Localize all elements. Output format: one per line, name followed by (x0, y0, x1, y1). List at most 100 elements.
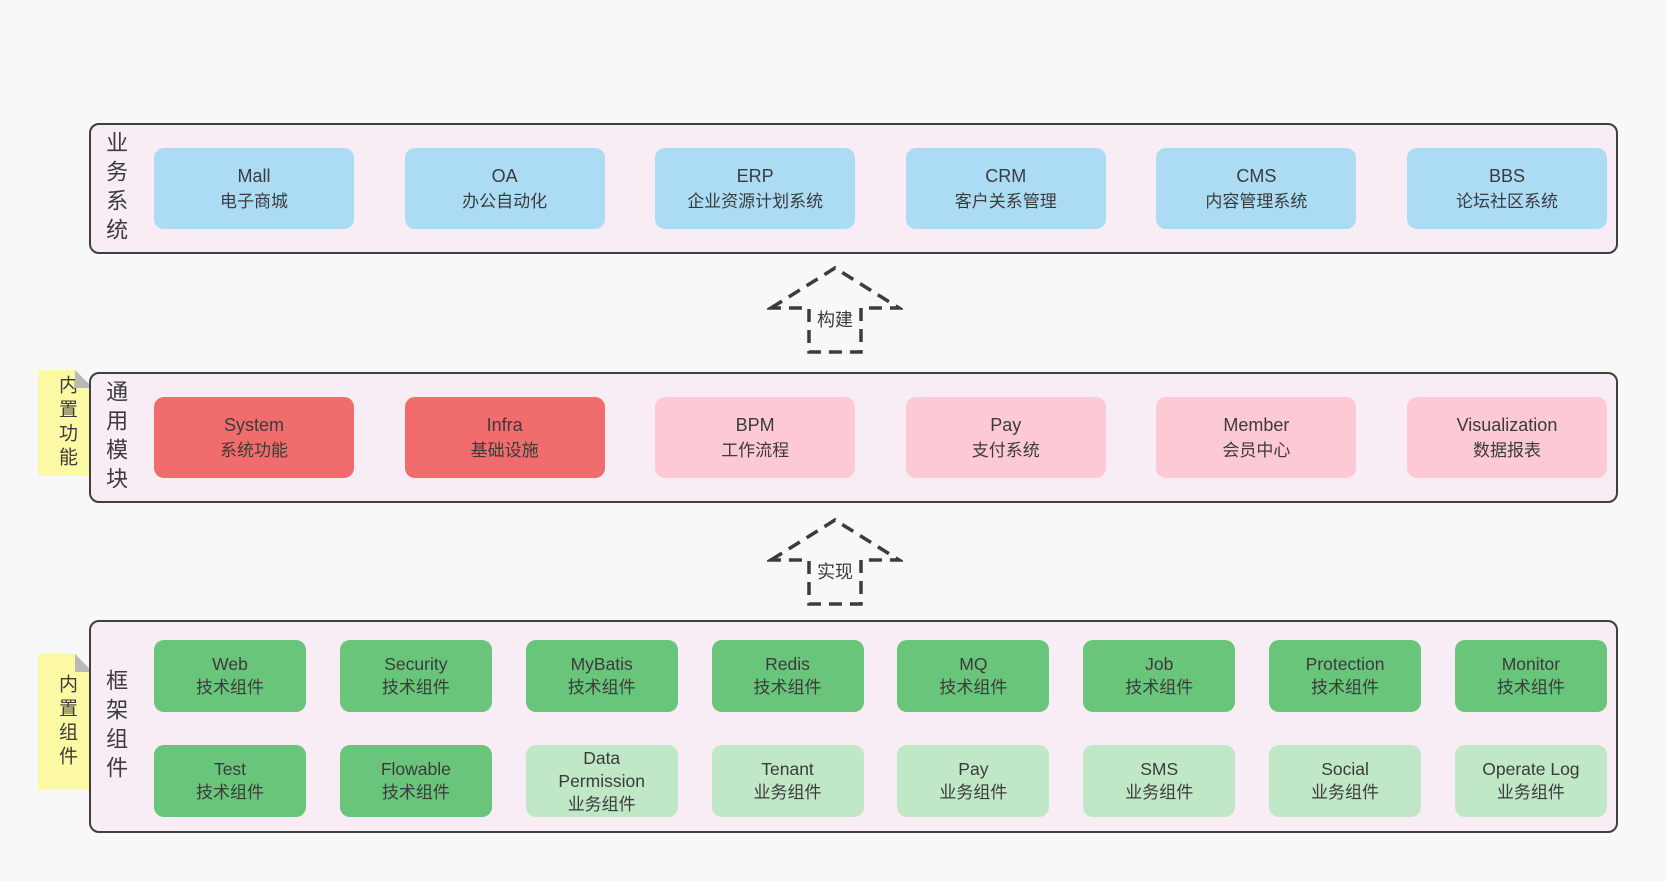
box-subtitle: 技术组件 (381, 678, 450, 697)
box-subtitle: 技术组件 (939, 678, 1008, 697)
sticky-note-label: 内置功能 (55, 375, 77, 471)
box-mall: Mall 电子商城 (154, 148, 354, 229)
box-mybatis: MyBatis 技术组件 (525, 640, 678, 712)
modules-box-row: System 系统功能 Infra 基础设施 BPM 工作流程 Pay 支付系统… (154, 374, 1607, 501)
section-common-modules: 通用模块 System 系统功能 Infra 基础设施 BPM 工作流程 Pay… (89, 372, 1618, 503)
box-bpm: BPM 工作流程 (655, 397, 856, 478)
box-title: Redis (765, 654, 810, 674)
box-title: Pay (958, 759, 989, 779)
sticky-note-builtin-features: 内置功能 (38, 370, 93, 476)
box-title: CRM (985, 165, 1027, 186)
section-label-business-systems: 业务系统 (103, 130, 129, 247)
box-title: MyBatis (570, 654, 633, 674)
arrow-build: 构建 (767, 262, 903, 356)
box-tenant: Tenant 业务组件 (711, 745, 864, 817)
arrow-label: 实现 (814, 558, 856, 584)
box-title: System (223, 414, 284, 435)
box-visualization: Visualization 数据报表 (1406, 397, 1607, 478)
box-title: Data Permission (558, 747, 645, 791)
box-operate-log: Operate Log 业务组件 (1454, 745, 1607, 817)
box-subtitle: 数据报表 (1472, 440, 1541, 460)
box-subtitle: 客户关系管理 (954, 191, 1057, 211)
box-title: Infra (486, 414, 523, 435)
arrow-implement: 实现 (767, 514, 903, 608)
box-title: OA (491, 165, 518, 186)
box-subtitle: 会员中心 (1222, 440, 1291, 460)
box-job: Job 技术组件 (1083, 640, 1236, 712)
sticky-note-builtin-components: 内置组件 (38, 654, 93, 790)
sticky-note-label: 内置组件 (55, 674, 77, 770)
box-title: CMS (1236, 165, 1277, 186)
box-flowable: Flowable 技术组件 (339, 745, 492, 817)
box-title: Web (212, 654, 248, 674)
box-title: Protection (1305, 654, 1385, 674)
box-test: Test 技术组件 (154, 745, 306, 817)
box-infra: Infra 基础设施 (404, 397, 605, 478)
box-subtitle: 内容管理系统 (1205, 191, 1308, 211)
box-subtitle: 技术组件 (753, 678, 822, 697)
box-subtitle: 企业资源计划系统 (687, 191, 824, 211)
box-title: Test (213, 759, 247, 779)
box-data-permission: Data Permission 业务组件 (525, 745, 678, 817)
box-subtitle: 工作流程 (721, 440, 790, 460)
arrow-label: 构建 (814, 306, 856, 332)
box-protection: Protection 技术组件 (1269, 640, 1422, 712)
box-title: BPM (735, 414, 775, 435)
box-social: Social 业务组件 (1269, 745, 1422, 817)
box-title: Tenant (761, 759, 814, 779)
box-subtitle: 业务组件 (1496, 783, 1565, 802)
dashed-up-arrow-icon (767, 265, 903, 354)
box-subtitle: 论坛社区系统 (1455, 191, 1558, 211)
box-mq: MQ 技术组件 (897, 640, 1050, 712)
box-subtitle: 系统功能 (220, 440, 288, 460)
box-security: Security 技术组件 (339, 640, 492, 712)
box-title: Job (1145, 654, 1174, 674)
box-cms: CMS 内容管理系统 (1156, 148, 1357, 229)
dashed-up-arrow-icon (767, 517, 903, 606)
box-oa: OA 办公自动化 (404, 148, 605, 229)
box-subtitle: 办公自动化 (462, 191, 548, 211)
box-system: System 系统功能 (154, 397, 354, 478)
box-pay: Pay 支付系统 (905, 397, 1106, 478)
box-title: Visualization (1456, 414, 1558, 435)
business-box-row: Mall 电子商城 OA 办公自动化 ERP 企业资源计划系统 CRM 客户关系… (154, 125, 1607, 252)
box-member: Member 会员中心 (1156, 397, 1357, 478)
box-subtitle: 业务组件 (1125, 783, 1194, 802)
components-box-row-1: Web 技术组件 Security 技术组件 MyBatis 技术组件 Redi… (154, 640, 1607, 712)
box-title: BBS (1488, 165, 1525, 186)
box-erp: ERP 企业资源计划系统 (655, 148, 856, 229)
box-title: Social (1321, 759, 1369, 779)
section-label-framework-components: 框架组件 (103, 668, 129, 785)
box-subtitle: 技术组件 (567, 678, 636, 697)
box-title: Security (384, 654, 448, 674)
box-bbs: BBS 论坛社区系统 (1406, 148, 1607, 229)
section-label-common-modules: 通用模块 (103, 379, 129, 496)
box-title: Mall (237, 165, 271, 186)
box-subtitle: 业务组件 (753, 783, 822, 802)
box-title: ERP (736, 165, 774, 186)
components-box-row-2: Test 技术组件 Flowable 技术组件 Data Permission … (154, 745, 1607, 817)
box-subtitle: 技术组件 (1125, 678, 1194, 697)
box-subtitle: 技术组件 (196, 783, 264, 802)
box-title: Operate Log (1482, 759, 1580, 779)
box-subtitle: 技术组件 (1496, 678, 1565, 697)
box-title: Flowable (380, 759, 451, 779)
box-sms: SMS 业务组件 (1083, 745, 1236, 817)
box-redis: Redis 技术组件 (711, 640, 864, 712)
box-subtitle: 业务组件 (567, 794, 636, 814)
box-subtitle: 基础设施 (470, 440, 539, 460)
box-subtitle: 技术组件 (1311, 678, 1380, 697)
box-title: Member (1223, 414, 1290, 435)
box-subtitle: 业务组件 (1311, 783, 1380, 802)
section-framework-components: 框架组件 Web 技术组件 Security 技术组件 MyBatis 技术组件… (89, 620, 1618, 833)
box-subtitle: 技术组件 (196, 678, 264, 697)
box-web: Web 技术组件 (154, 640, 306, 712)
box-monitor: Monitor 技术组件 (1454, 640, 1607, 712)
section-business-systems: 业务系统 Mall 电子商城 OA 办公自动化 ERP 企业资源计划系统 CRM… (89, 123, 1618, 254)
box-title: Pay (990, 414, 1022, 435)
box-subtitle: 技术组件 (381, 783, 450, 802)
box-title: SMS (1140, 759, 1179, 779)
box-subtitle: 电子商城 (220, 191, 288, 211)
box-pay-business: Pay 业务组件 (897, 745, 1050, 817)
box-title: Monitor (1501, 654, 1561, 674)
